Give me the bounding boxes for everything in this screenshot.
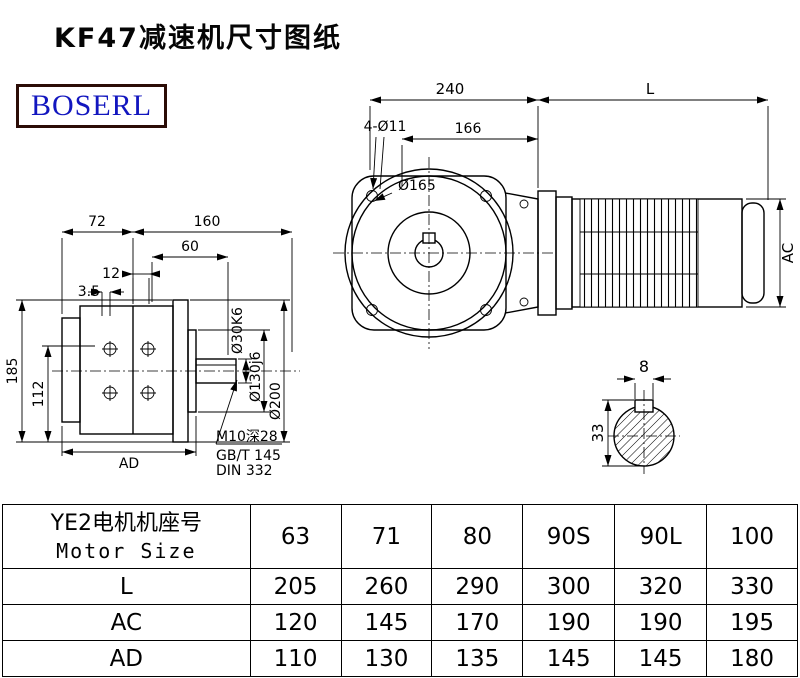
dim-AD-label: AD — [119, 456, 139, 472]
table-cell: 330 — [706, 568, 798, 605]
table-cell: 170 — [431, 604, 524, 641]
motor-dimensions: AC — [746, 198, 797, 308]
motor-size-63: 63 — [249, 504, 342, 569]
front-view-dimensions: 240 L 166 4-Ø11 Ø165 — [364, 80, 769, 202]
bolt-holes-label: 4-Ø11 — [364, 119, 407, 135]
side-view-dimensions: 72 160 60 12 3.5 185 112 AD — [5, 214, 293, 479]
dimension-table: YE2电机机座号 Motor Size 63 71 80 90S 90L 100… — [2, 504, 798, 677]
table-row-AD: AD 110 130 135 145 145 180 — [2, 640, 798, 677]
motor-size-80: 80 — [431, 504, 524, 569]
motor-size-100: 100 — [706, 504, 798, 569]
table-cell: 145 — [614, 640, 708, 677]
table-cell: 260 — [340, 568, 433, 605]
table-cell: 290 — [431, 568, 524, 605]
row-label-AD: AD — [2, 640, 251, 677]
row-label-AC: AC — [2, 604, 251, 641]
key-width-label: 8 — [639, 357, 649, 376]
dim-166-label: 166 — [455, 121, 482, 137]
table-header-motor-size: YE2电机机座号 Motor Size — [2, 504, 251, 569]
table-cell: 320 — [614, 568, 708, 605]
dim-60-label: 60 — [181, 239, 199, 255]
motor-size-71: 71 — [340, 504, 433, 569]
brand-logo-text: BOSERL — [31, 89, 153, 122]
table-cell: 145 — [522, 640, 616, 677]
dim-160-label: 160 — [194, 214, 221, 230]
standard-din-note: DIN 332 — [216, 463, 273, 479]
dim-12-label: 12 — [102, 266, 120, 282]
motor-size-90L: 90L — [614, 504, 708, 569]
spigot-diameter-label: Ø130j6 — [248, 351, 264, 402]
table-cell: 110 — [249, 640, 342, 677]
shaft-section-dimensions: 8 33 — [589, 357, 671, 467]
table-cell: 130 — [340, 640, 433, 677]
motor-size-90S: 90S — [522, 504, 616, 569]
table-cell: 195 — [706, 604, 798, 641]
technical-drawing: 240 L 166 4-Ø11 Ø165 AC — [5, 80, 797, 479]
page-title: KF47减速机尺寸图纸 — [54, 23, 342, 54]
dim-112-label: 112 — [31, 381, 47, 408]
table-row-AC: AC 120 145 170 190 190 195 — [2, 604, 798, 641]
standard-gb-note: GB/T 145 — [216, 448, 281, 464]
header-en: Motor Size — [56, 538, 197, 563]
front-view — [333, 157, 553, 349]
table-row-header: YE2电机机座号 Motor Size 63 71 80 90S 90L 100 — [2, 504, 798, 569]
dim-72-label: 72 — [88, 214, 106, 230]
row-label-L: L — [2, 568, 251, 605]
table-row-L: L 205 260 290 300 320 330 — [2, 568, 798, 605]
side-view — [52, 299, 300, 443]
flange-diameter-label: Ø165 — [398, 178, 436, 194]
dim-AC-label: AC — [779, 243, 797, 263]
table-cell: 135 — [431, 640, 524, 677]
brand-logo: BOSERL — [16, 84, 168, 128]
table-cell: 145 — [340, 604, 433, 641]
dim-185-label: 185 — [5, 358, 21, 385]
table-cell: 190 — [614, 604, 708, 641]
table-cell: 180 — [706, 640, 798, 677]
table-cell: 190 — [522, 604, 616, 641]
table-cell: 120 — [249, 604, 342, 641]
table-cell: 205 — [249, 568, 342, 605]
tap-hole-note: M10深28 — [216, 429, 278, 445]
motor-view — [537, 190, 765, 316]
shaft-diameter-label: Ø30K6 — [230, 307, 246, 354]
dim-240-label: 240 — [436, 80, 465, 98]
header-cn: YE2电机机座号 — [50, 511, 202, 537]
flange-od-label: Ø200 — [268, 382, 284, 420]
shaft-section-view — [608, 390, 680, 474]
dim-33-label: 33 — [589, 423, 607, 442]
dim-L-label: L — [646, 80, 655, 98]
table-cell: 300 — [522, 568, 616, 605]
